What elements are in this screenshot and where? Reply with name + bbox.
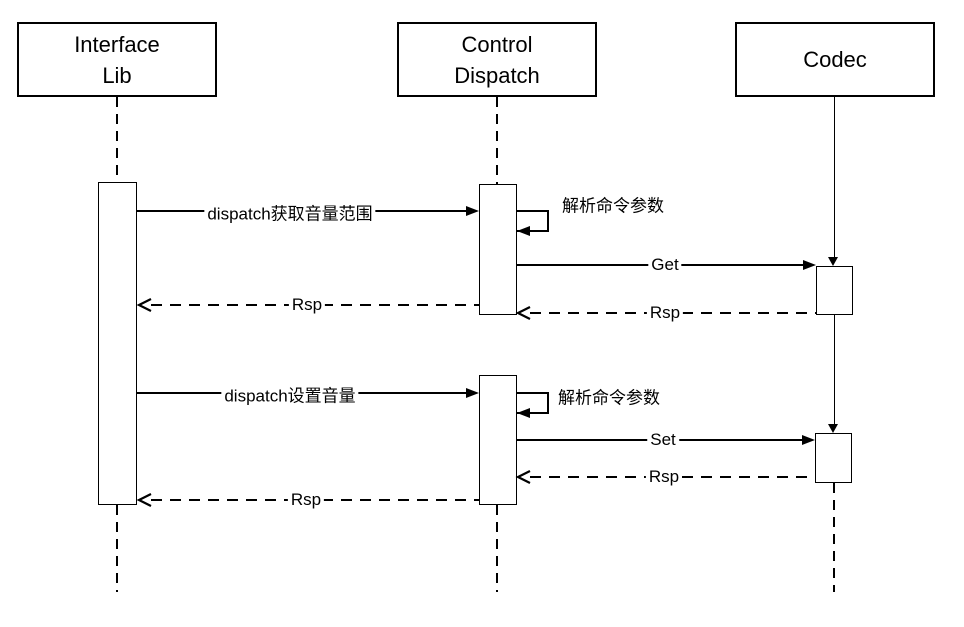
- lifeline-codec-lower: [833, 483, 835, 592]
- message-label-set-volume: dispatch设置音量: [221, 381, 359, 407]
- message-label-parse-cmd-params-1: 解析命令参数: [562, 196, 664, 216]
- actor-label-interface: Interface: [74, 31, 160, 57]
- actor-label-codec: Codec: [803, 47, 867, 72]
- arrowhead-get: [803, 260, 816, 270]
- lifeline-codec-solid-2: [833, 315, 835, 424]
- activation-codec-1: [816, 266, 853, 315]
- down-arrow-icon-codec-2: [828, 424, 838, 433]
- message-label-parse-cmd-params-2: 解析命令参数: [558, 388, 660, 408]
- lifeline-codec-solid-1: [833, 97, 835, 257]
- actor-label-control: Control: [461, 31, 533, 57]
- arrowhead-set-volume: [466, 388, 479, 398]
- lifeline-interface-lib-lower: [116, 505, 118, 592]
- arrowhead-self-message-2: [517, 408, 530, 418]
- actor-box-codec: Codec: [735, 22, 935, 97]
- message-label-rsp-codec-1: Rsp: [646, 303, 684, 323]
- open-arrowhead-rsp-lib-1: [136, 298, 152, 312]
- message-label-set: Set: [647, 430, 679, 450]
- arrowhead-self-message-1: [517, 226, 530, 236]
- open-arrowhead-rsp-codec-2: [515, 470, 531, 484]
- lifeline-control-dispatch-lower: [496, 505, 498, 592]
- actor-label-lib: Lib: [102, 62, 132, 88]
- message-label-get: Get: [648, 255, 682, 275]
- lifeline-control-dispatch-upper: [496, 97, 498, 184]
- activation-control-dispatch-1: [479, 184, 517, 315]
- actor-box-interface-lib: Interface Lib: [17, 22, 217, 97]
- arrowhead-get-volume-range: [466, 206, 479, 216]
- activation-codec-2: [815, 433, 852, 483]
- self-message-loop-2: [516, 392, 549, 414]
- message-label-rsp-lib-1: Rsp: [288, 295, 326, 315]
- activation-control-dispatch-2: [479, 375, 517, 505]
- message-label-rsp-codec-2: Rsp: [645, 467, 683, 487]
- arrowhead-set: [802, 435, 815, 445]
- message-label-get-volume-range: dispatch获取音量范围: [204, 199, 376, 225]
- open-arrowhead-rsp-codec-1: [515, 306, 531, 320]
- open-arrowhead-rsp-lib-2: [136, 493, 152, 507]
- lifeline-interface-lib-upper: [116, 97, 118, 182]
- self-message-loop-1: [516, 210, 549, 232]
- down-arrow-icon-codec-1: [828, 257, 838, 266]
- actor-box-control-dispatch: Control Dispatch: [397, 22, 597, 97]
- actor-label-dispatch: Dispatch: [454, 62, 540, 88]
- activation-interface-lib: [98, 182, 137, 505]
- message-label-rsp-lib-2: Rsp: [287, 490, 325, 510]
